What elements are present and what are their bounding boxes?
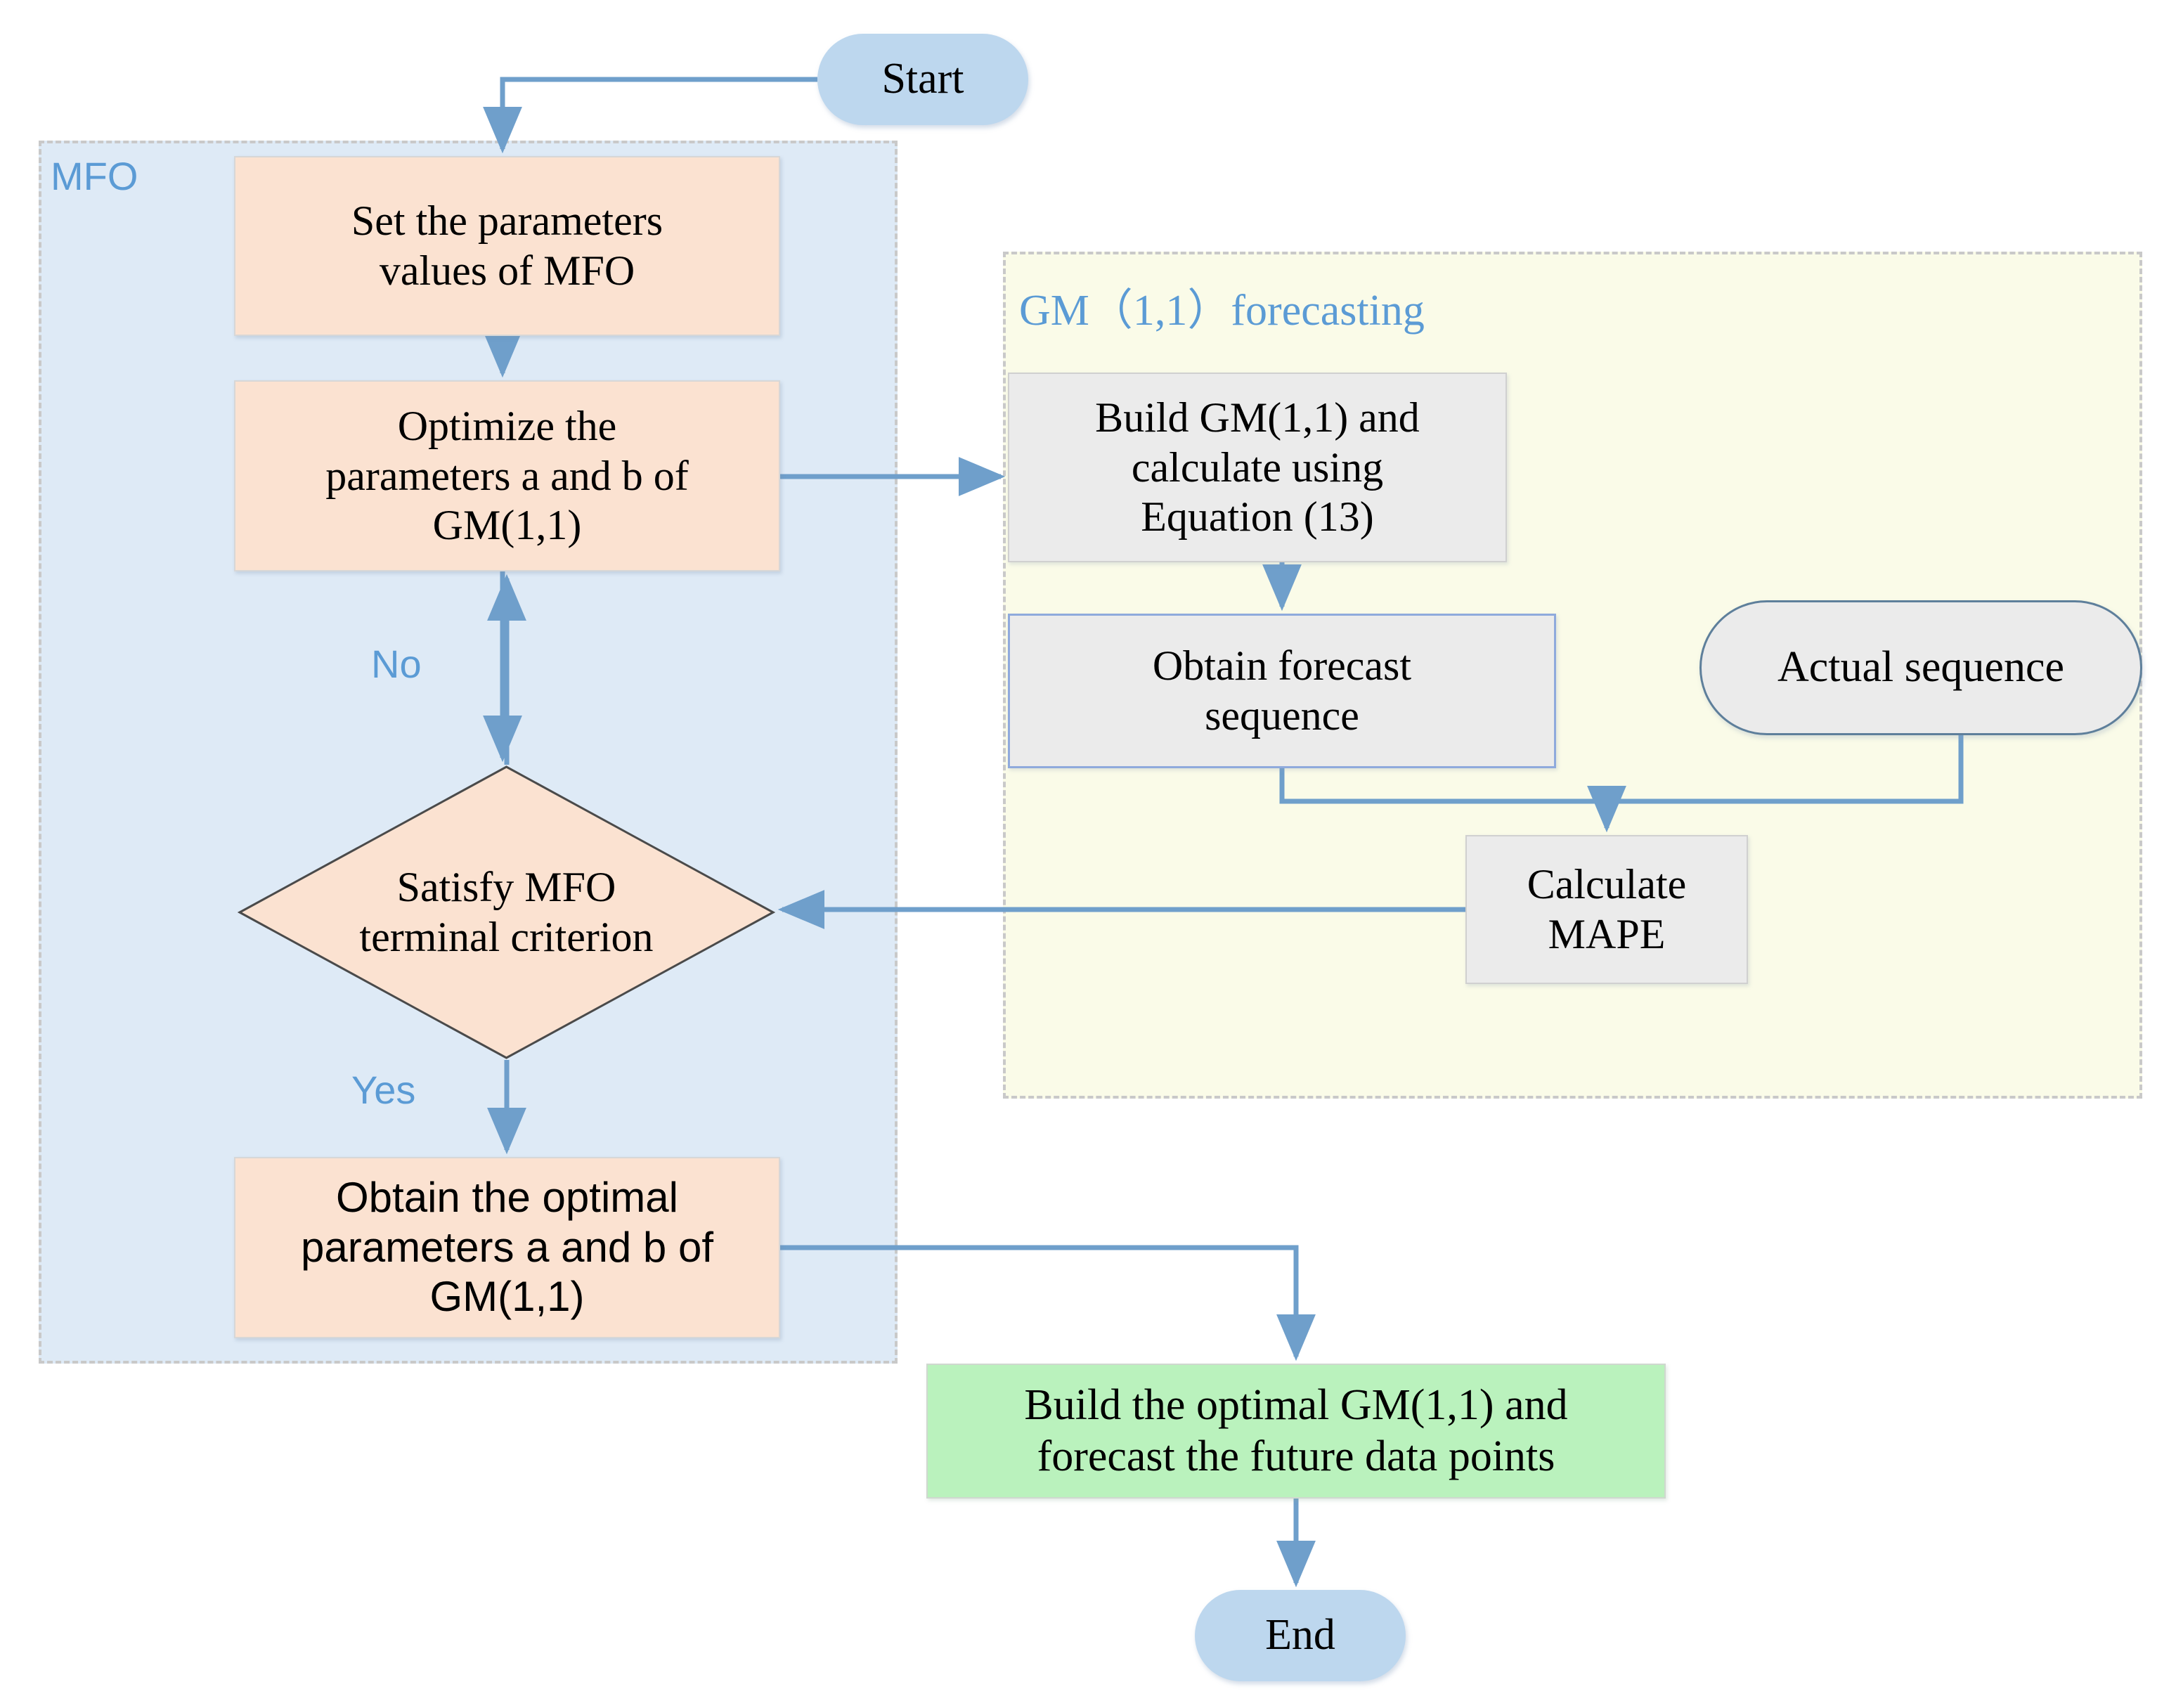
group-gm-forecasting-label: GM（1,1）forecasting xyxy=(1019,287,1425,335)
node-set-parameters-line1: Set the parameters xyxy=(351,198,663,245)
node-set-parameters[interactable]: Set the parameters values of MFO xyxy=(234,156,780,336)
node-obtain-opt-line2: parameters a and b of xyxy=(300,1223,714,1271)
node-build-gm[interactable]: Build GM(1,1) and calculate using Equati… xyxy=(1008,373,1507,562)
node-optimize-parameters[interactable]: Optimize the parameters a and b of GM(1,… xyxy=(234,380,780,571)
node-decision-line2: terminal criterion xyxy=(359,914,654,960)
edge-actual-join xyxy=(1607,735,1964,804)
node-obtain-optimal-parameters[interactable]: Obtain the optimal parameters a and b of… xyxy=(234,1157,780,1338)
node-obtain-opt-line1: Obtain the optimal xyxy=(336,1173,678,1221)
node-optimize-line3: GM(1,1) xyxy=(432,502,582,549)
node-build-gm-line3: Equation (13) xyxy=(1141,493,1374,541)
node-calc-mape-line2: MAPE xyxy=(1548,911,1666,957)
edge-obtainfc-join xyxy=(1279,768,1607,804)
branch-label-yes: Yes xyxy=(351,1068,416,1112)
node-set-parameters-line2: values of MFO xyxy=(379,247,635,294)
node-obtain-fc-line1: Obtain forecast xyxy=(1152,642,1412,690)
decision-diamond-shape xyxy=(238,765,775,1059)
edge-start-to-set xyxy=(483,77,817,154)
node-build-final-line1: Build the optimal GM(1,1) and xyxy=(1024,1380,1568,1429)
node-start-label: Start xyxy=(881,55,964,103)
node-build-gm-line1: Build GM(1,1) and xyxy=(1095,394,1420,441)
node-actual-sequence-label: Actual sequence xyxy=(1777,643,2064,692)
group-mfo-label: MFO xyxy=(51,154,138,198)
node-decision-line1: Satisfy MFO xyxy=(396,864,616,911)
node-obtain-opt-line3: GM(1,1) xyxy=(429,1273,585,1321)
node-obtain-fc-line2: sequence xyxy=(1205,692,1359,739)
node-end-label: End xyxy=(1265,1611,1335,1660)
node-build-final-gm[interactable]: Build the optimal GM(1,1) and forecast t… xyxy=(926,1364,1666,1499)
node-build-final-line2: forecast the future data points xyxy=(1037,1432,1555,1480)
node-decision-satisfy-mfo[interactable]: Satisfy MFO terminal criterion xyxy=(238,765,775,1060)
edge-obtainopt-to-buildfinal xyxy=(780,1245,1316,1361)
node-calc-mape-line1: Calculate xyxy=(1527,861,1687,908)
node-calculate-mape[interactable]: Calculate MAPE xyxy=(1465,835,1748,984)
node-start[interactable]: Start xyxy=(817,34,1028,125)
node-optimize-line1: Optimize the xyxy=(397,402,617,449)
node-optimize-line2: parameters a and b of xyxy=(325,452,689,499)
node-obtain-forecast-sequence[interactable]: Obtain forecast sequence xyxy=(1008,614,1556,768)
node-end[interactable]: End xyxy=(1195,1590,1406,1681)
branch-label-no: No xyxy=(371,642,422,686)
node-build-gm-line2: calculate using xyxy=(1131,444,1384,491)
node-actual-sequence[interactable]: Actual sequence xyxy=(1699,600,2142,735)
